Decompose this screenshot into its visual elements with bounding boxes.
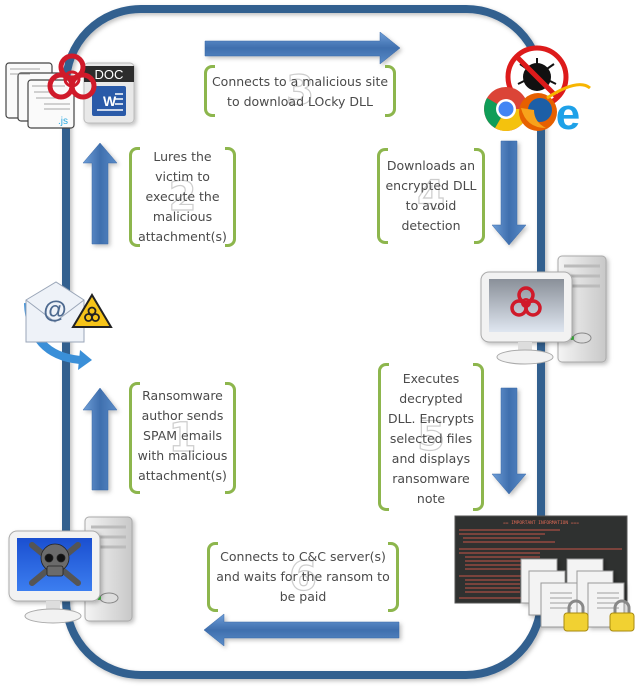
biohazard-computer-icon [480,255,607,365]
arrow-up-step-2 [82,142,118,245]
arrow-left-step-6 [203,613,400,647]
ransom-note-header: == IMPORTANT INFORMATION === [503,520,579,526]
svg-text:@: @ [43,297,66,324]
arrow-up-step-1 [82,387,118,491]
step-6-text: Connects to C&C server(s)and waits for t… [216,549,390,604]
skull-crossbones-computer-icon [8,516,133,624]
svg-text:W: W [103,93,117,109]
js-label: .js [58,116,68,127]
svg-text:e: e [556,90,580,139]
ransom-note-locked-files-icon: == IMPORTANT INFORMATION === [454,515,635,632]
browsers-malware-icon: e [484,45,591,139]
padlock-icon [563,599,589,632]
arrow-right-step-3 [204,31,401,65]
email-biohazard-icon: @ [24,281,113,370]
js-doc-biohazard-icon: .js DOC W [5,53,135,129]
step-6-box: 6 Connects to C&C server(s)and waits for… [207,542,399,612]
doc-label: DOC [95,67,124,82]
padlock-icon [609,599,635,632]
arrow-down-step-5 [491,387,527,495]
arrow-down-step-4 [491,140,527,246]
